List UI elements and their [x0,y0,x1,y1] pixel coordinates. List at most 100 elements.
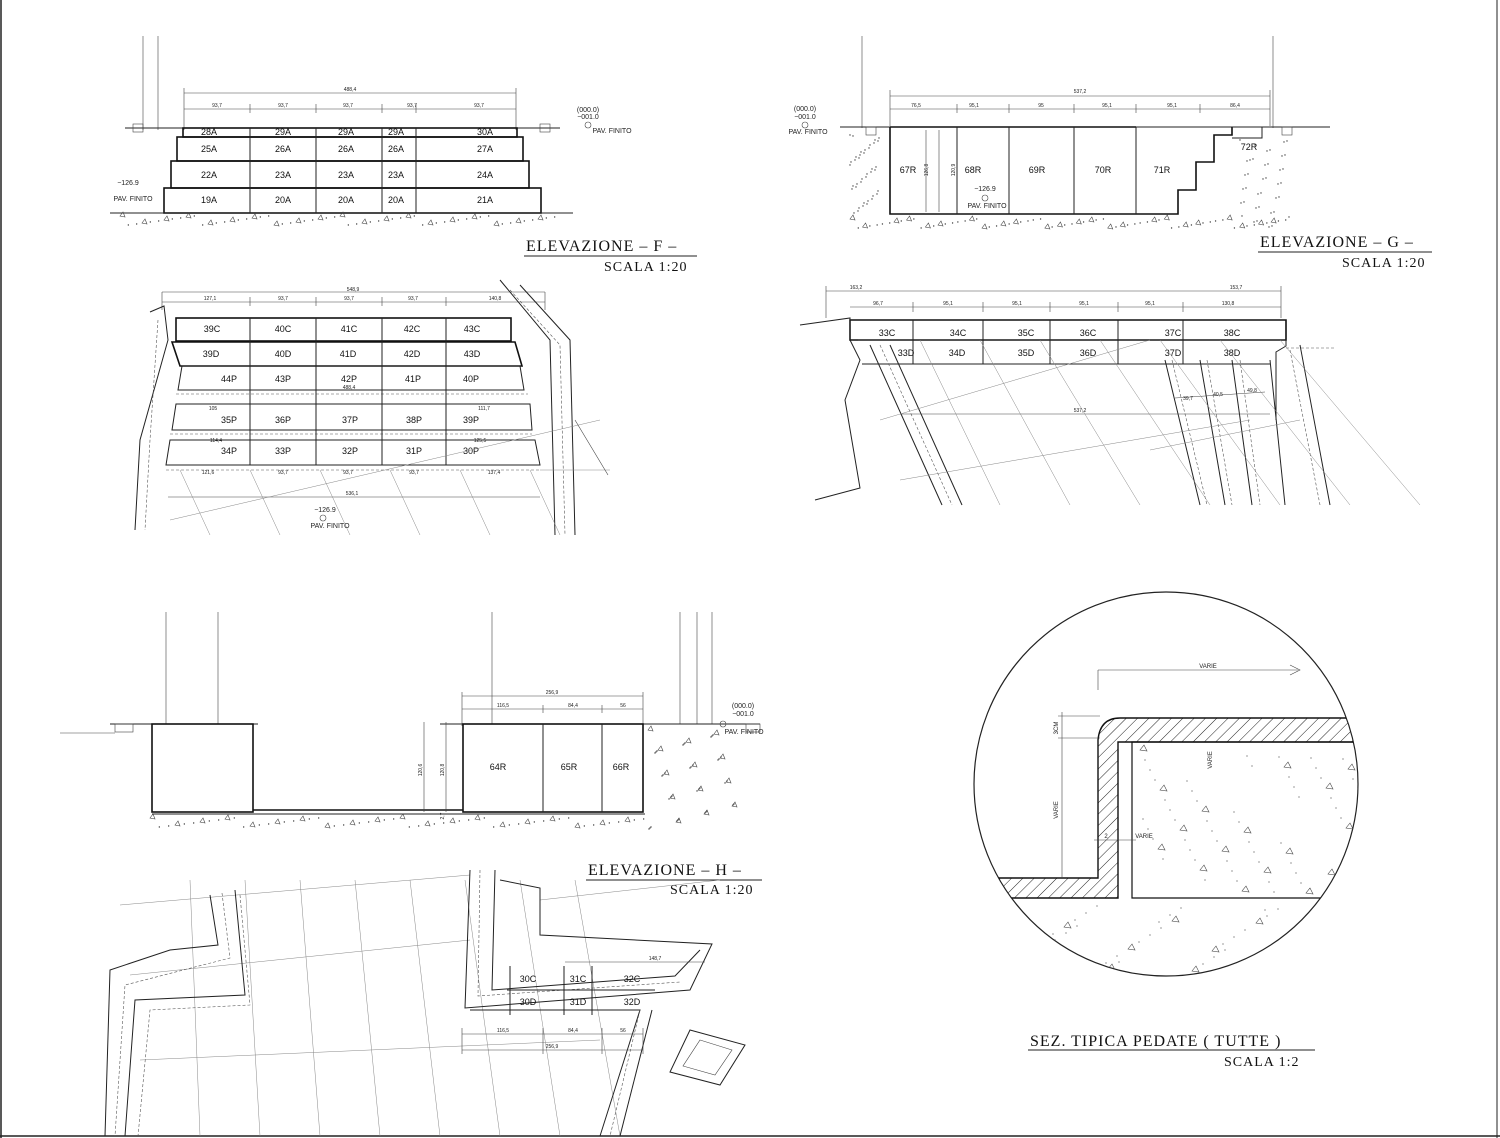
plan-h-dim: 116,5 [497,1028,509,1034]
elev-f-block: 22A [201,170,217,180]
plan-f-inner-dim: 137,4 [488,470,501,476]
elev-f-dim: 93,7 [407,103,417,109]
plan-g-dim: 95,1 [1012,301,1022,307]
elev-f-block: 19A [201,195,217,205]
elev-f-block: 23A [275,170,291,180]
elev-g-block: 68R [965,165,982,175]
plan-h-block: 32D [624,997,641,1007]
plan-f-inner-dim: 121,6 [202,470,215,476]
plan-g-block: 37D [1165,348,1182,358]
plan-f-block: 39P [463,415,479,425]
sez-varie-left: VARIE [1054,801,1060,819]
plan-f-block: 32P [342,446,358,456]
plan-g-block: 36D [1080,348,1097,358]
plan-f-block: 36P [275,415,291,425]
section-detail: VARIE 3CM VARIE VARIE 2 VARIE SEZ. TIPIC… [973,591,1359,1070]
elev-f-level-right-a: (000.0) [577,107,599,114]
plan-g-dim: 95,1 [1145,301,1155,307]
plan-h-block: 30D [520,997,537,1007]
plan-g-block: 34D [949,348,966,358]
plan-f-block: 40P [463,374,479,384]
elev-h-base: 2,7 [440,812,446,819]
elev-g-dim: 95,1 [1167,103,1177,109]
elev-f-level-right-b: −001.0 [577,114,599,121]
elev-g-dim: 95,1 [969,103,979,109]
elev-f-pav-right: PAV. FINITO [592,128,632,135]
sez-varie-top: VARIE [1199,664,1217,670]
plan-g-block: 37C [1165,328,1182,338]
elev-g-block: 67R [900,165,917,175]
elev-g-level-mid: −126.9 [974,186,996,193]
plan-g-side-b: 40,5 [1213,392,1223,398]
plan-f-block: 41P [405,374,421,384]
elev-h-dim: 84,4 [568,703,578,709]
elev-f-scale: SCALA 1:20 [604,260,688,275]
plan-f-block: 42P [341,374,357,384]
plan-f-level: −126.9 [314,507,336,514]
plan-g-dim: 95,1 [1079,301,1089,307]
plan-f-inner-dim: 93,7 [343,470,353,476]
plan-g-top-dim-b: 153,7 [1230,285,1243,291]
plan-g-dim: 96,7 [873,301,883,307]
elev-g-block: 72R [1241,142,1258,152]
plan-f-block: 42D [404,349,421,359]
plan-f-block: 41C [341,324,358,334]
section-title: SEZ. TIPICA PEDATE ( TUTTE ) [1030,1033,1281,1050]
plan-f-block: 43D [464,349,481,359]
plan-f-pav: PAV. FINITO [310,523,350,530]
elev-f-dim: 93,7 [343,103,353,109]
plan-f-overall: 548,9 [347,287,360,293]
elev-g-height-b: 120,9 [951,164,957,177]
elev-f-block: 25A [201,144,217,154]
plan-g-block: 38C [1224,328,1241,338]
plan-f-dim: 140,8 [489,296,502,302]
elev-h-pav: PAV. FINITO [724,729,764,736]
elev-f-overall-dim: 488,4 [344,87,357,93]
plan-f-bottom: 536,1 [346,491,359,497]
elev-g-block: 71R [1154,165,1171,175]
plan-f-block: 40D [275,349,292,359]
elev-h-level-a: (000.0) [732,703,754,710]
plan-f-block: 33P [275,446,291,456]
plan-f-inner-dim: 93,7 [278,470,288,476]
plan-f-block: 38P [406,415,422,425]
sez-varie-mid: VARIE [1135,834,1153,840]
elev-f-block: 23A [388,170,404,180]
elev-f-block: 26A [275,144,291,154]
elev-h-block: 66R [613,762,630,772]
sez-varie-right: VARIE [1208,751,1214,769]
plan-g-dim: 95,1 [943,301,953,307]
elev-f-block: 27A [477,144,493,154]
plan-f-block: 34P [221,446,237,456]
elev-g-pav-mid: PAV. FINITO [967,203,1007,210]
elev-g-dim: 86,4 [1230,103,1240,109]
elev-f-block: 29A [275,127,291,137]
plan-g-block: 35C [1018,328,1035,338]
plan-g-dim: 130,8 [1222,301,1235,307]
plan-f-block: 37P [342,415,358,425]
elev-g-block: 70R [1095,165,1112,175]
elev-g-level-a: (000.0) [794,106,816,113]
plan-f-block: 40C [275,324,292,334]
elev-g-dim: 95,1 [1102,103,1112,109]
plan-f-block: 43C [464,324,481,334]
elev-h-title: ELEVAZIONE – H – [588,862,742,879]
plan-f-inner-dim: 114,4 [210,438,222,444]
plan-g-side-a: 39,7 [1183,396,1193,402]
plan-f-block: 31P [406,446,422,456]
elev-f-block: 29A [388,127,404,137]
plan-h-dim: 84,4 [568,1028,578,1034]
elev-g-title: ELEVAZIONE – G – [1260,234,1414,251]
elev-g-block: 69R [1029,165,1046,175]
plan-g-block: 33D [898,348,915,358]
plan-h-block: 31D [570,997,587,1007]
plan-f-block: 44P [221,374,237,384]
elev-h-dim: 56 [620,703,626,709]
elev-g-scale: SCALA 1:20 [1342,256,1426,271]
elev-h-block: 64R [490,762,507,772]
plan-f-inner-dim: 111,7 [478,406,490,412]
